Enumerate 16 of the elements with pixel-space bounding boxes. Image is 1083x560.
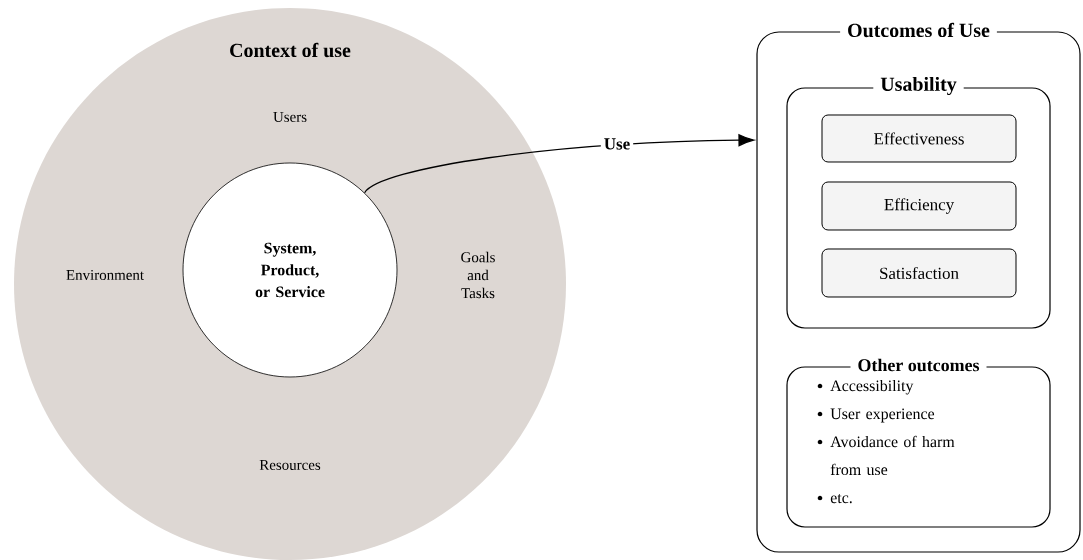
measure-box: Effectiveness	[821, 114, 1017, 163]
box-title: Outcomes of Use	[840, 21, 997, 39]
measure-box: Efficiency	[821, 181, 1017, 231]
box-title: Usability	[873, 75, 964, 97]
measure-box: Satisfaction	[821, 248, 1017, 298]
arrow	[363, 134, 755, 194]
box-title: Other outcomes	[850, 357, 987, 373]
edge-label: Use	[600, 135, 634, 153]
circle-label: Resources	[259, 460, 321, 470]
circle-title: Context of use	[230, 42, 351, 58]
list-item: Accessibility	[830, 379, 914, 395]
circle-label: Environment	[66, 270, 144, 280]
circle-label: Users	[273, 112, 307, 122]
list-item: User experience	[830, 408, 935, 423]
circle-label: Goals and Tasks	[461, 251, 495, 299]
list-item: etc.	[830, 494, 852, 504]
